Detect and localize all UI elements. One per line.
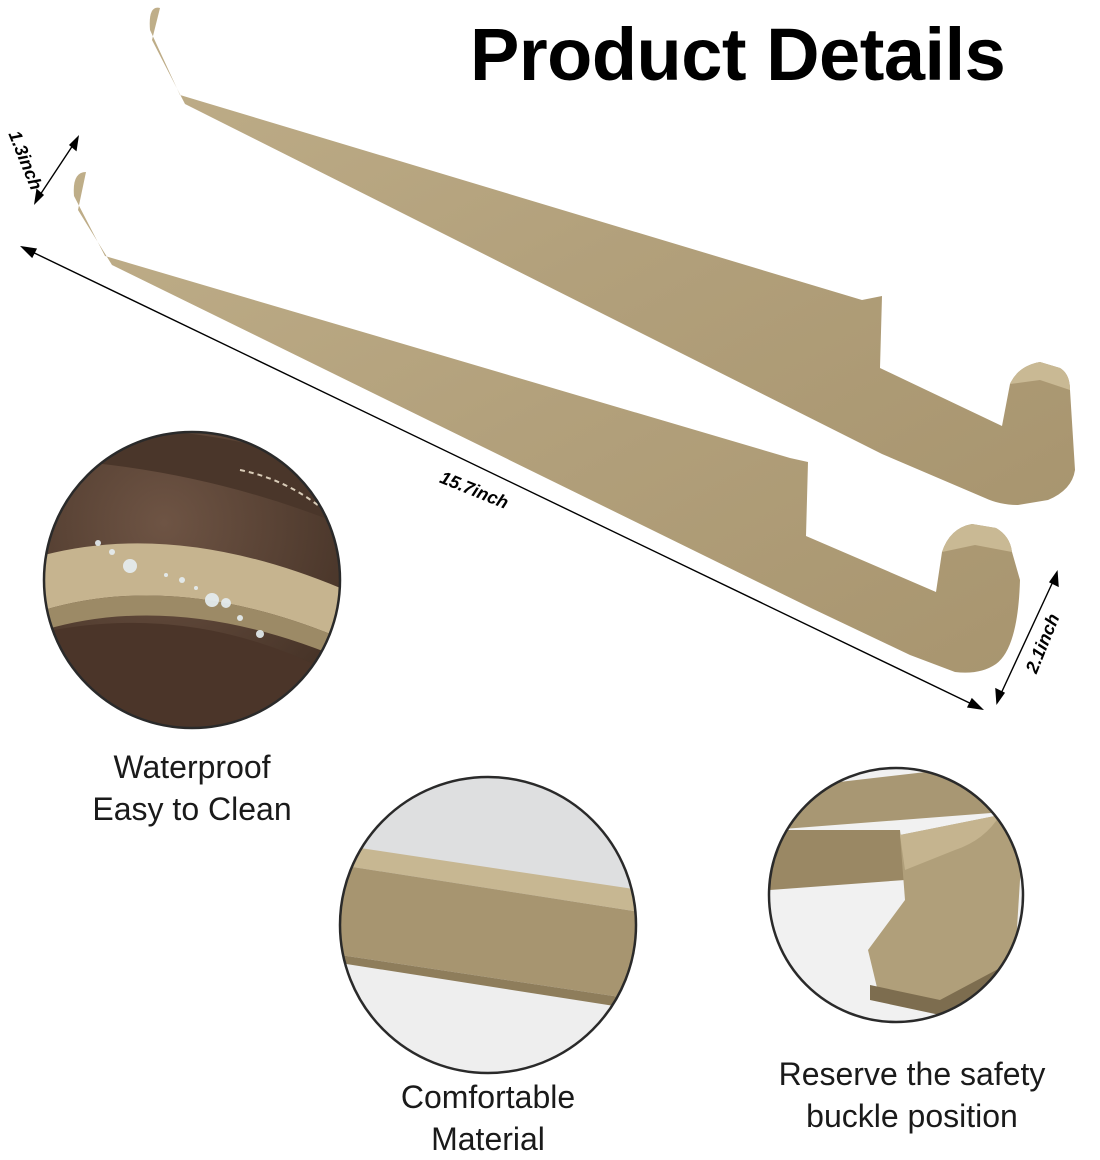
buckle-detail-image [769, 768, 1023, 1022]
caption-line: buckle position [806, 1098, 1018, 1134]
caption-line: Material [431, 1121, 545, 1157]
side-height-dimension-line [995, 569, 1059, 706]
top-width-dimension-line [33, 134, 80, 206]
waterproof-detail-border [42, 430, 342, 730]
material-detail-image [340, 777, 636, 1073]
length-dimension-line [20, 246, 984, 710]
page-title: Product Details [470, 13, 1006, 96]
upper-seat-strip [149, 7, 1075, 506]
caption-line: Easy to Clean [92, 791, 292, 827]
caption-line: Waterproof [113, 749, 271, 785]
caption-line: Reserve the safety [778, 1056, 1046, 1092]
material-caption: Comfortable Material [348, 1076, 628, 1160]
buckle-detail-border [767, 766, 1025, 1024]
buckle-caption: Reserve the safety buckle position [742, 1053, 1082, 1137]
caption-line: Comfortable [400, 1079, 576, 1115]
material-detail-border [338, 775, 638, 1075]
lower-seat-strip [73, 172, 1020, 673]
waterproof-caption: Waterproof Easy to Clean [62, 746, 322, 830]
